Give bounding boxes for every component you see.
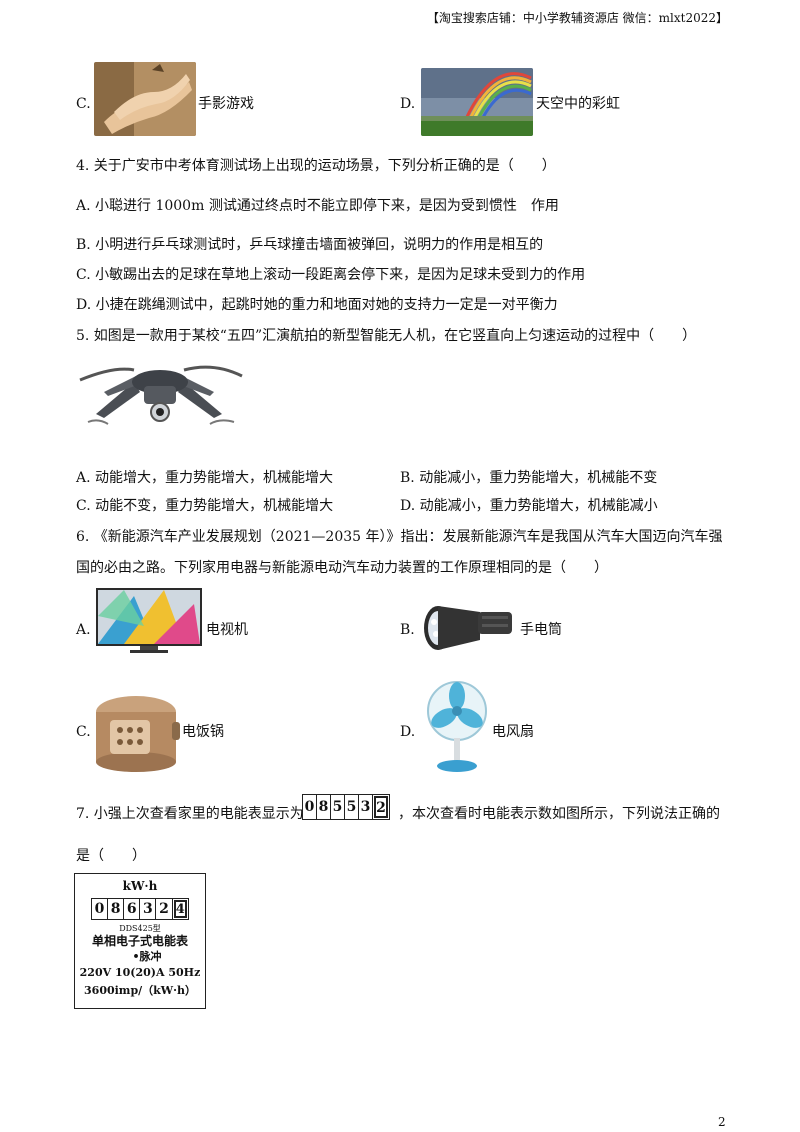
prev-digit: 8 xyxy=(317,795,331,819)
q5-stem: 5. 如图是一款用于某校“五四”汇演航拍的新型智能无人机，在它竖直向上匀速运动的… xyxy=(76,328,697,344)
meter-constant: 3600imp/（kW·h） xyxy=(84,984,196,997)
meter-model: DDS425型 xyxy=(119,924,161,933)
q5-option-a: A. 动能增大，重力势能增大，机械能增大 xyxy=(76,470,334,486)
q7-stem-after: ，本次查看时电能表示数如图所示，下列说法正确的 xyxy=(398,806,720,822)
q6-option-d-label: 电风扇 xyxy=(492,724,534,740)
prev-digit: 0 xyxy=(303,795,317,819)
television-photo xyxy=(94,586,204,656)
q3-option-d-letter: D. xyxy=(400,96,416,112)
prev-digit: 5 xyxy=(331,795,345,819)
q6-option-b-label: 手电筒 xyxy=(520,622,562,638)
page-number: 2 xyxy=(718,1115,726,1129)
q4-option-a: A. 小聪进行 1000m 测试通过终点时不能立即停下来，是因为受到惯性 作用 xyxy=(76,198,559,214)
meter-digit: 0 xyxy=(92,899,109,919)
meter-digit: 2 xyxy=(156,899,173,919)
drone-photo xyxy=(74,352,246,438)
q4-option-c: C. 小敏踢出去的足球在草地上滚动一段距离会停下来，是因为足球未受到力的作用 xyxy=(76,267,586,283)
q5-option-c: C. 动能不变，重力势能增大，机械能增大 xyxy=(76,498,334,514)
meter-rating: 220V 10(20)A 50Hz xyxy=(79,966,201,979)
meter-name: 单相电子式电能表 xyxy=(91,934,188,948)
q5-option-b: B. 动能减小，重力势能增大，机械能不变 xyxy=(400,470,658,486)
q6-option-c-letter: C. xyxy=(76,724,91,740)
q6-stem-line2: 国的必由之路。下列家用电器与新能源电动汽车动力装置的工作原理相同的是（ ） xyxy=(76,560,608,576)
meter-reading: 0 8 6 3 2 4 xyxy=(91,898,189,920)
prev-digit-decimal: 2 xyxy=(374,796,388,818)
q3-option-c-label: 手影游戏 xyxy=(198,96,254,112)
meter-pulse-indicator: •脉冲 xyxy=(132,950,162,963)
q5-option-d: D. 动能减小，重力势能增大，机械能减小 xyxy=(400,498,658,514)
q7-stem-line2: 是（ ） xyxy=(76,848,146,864)
q6-option-a-letter: A. xyxy=(76,622,91,638)
flashlight-photo xyxy=(420,598,516,654)
prev-digit: 5 xyxy=(345,795,359,819)
q6-stem-line1: 6. 《新能源汽车产业发展规划（2021—2035 年）》指出：发展新能源汽车是… xyxy=(76,529,723,545)
electric-meter-figure: kW·h 0 8 6 3 2 4 DDS425型 单相电子式电能表 •脉冲 22… xyxy=(74,873,206,1009)
prev-digit: 3 xyxy=(359,795,373,819)
q6-option-b-letter: B. xyxy=(400,622,415,638)
q3-option-d-label: 天空中的彩虹 xyxy=(536,96,620,112)
q6-option-d-letter: D. xyxy=(400,724,416,740)
meter-digit-decimal: 4 xyxy=(173,900,187,918)
rice-cooker-photo xyxy=(92,692,180,774)
q3-option-c-letter: C. xyxy=(76,96,91,112)
q4-option-b: B. 小明进行乒乓球测试时，乒乓球撞击墙面被弹回，说明力的作用是相互的 xyxy=(76,237,544,253)
q4-stem: 4. 关于广安市中考体育测试场上出现的运动场景，下列分析正确的是（ ） xyxy=(76,158,556,174)
meter-digit: 6 xyxy=(124,899,141,919)
q4-option-d: D. 小捷在跳绳测试中，起跳时她的重力和地面对她的支持力一定是一对平衡力 xyxy=(76,297,558,313)
q7-stem-before: 7. 小强上次查看家里的电能表显示为 xyxy=(76,806,304,822)
q6-option-c-label: 电饭锅 xyxy=(182,724,224,740)
q6-option-a-label: 电视机 xyxy=(206,622,248,638)
q7-previous-reading: 0 8 5 5 3 2 xyxy=(302,794,390,820)
rainbow-photo xyxy=(421,68,533,136)
meter-digit: 3 xyxy=(140,899,157,919)
electric-fan-photo xyxy=(426,680,488,774)
meter-digit: 8 xyxy=(108,899,125,919)
page-header-watermark: 【淘宝搜索店铺：中小学教辅资源店 微信：mlxt2022】 xyxy=(426,11,728,25)
hand-shadow-photo xyxy=(94,62,196,136)
meter-unit: kW·h xyxy=(122,879,158,893)
